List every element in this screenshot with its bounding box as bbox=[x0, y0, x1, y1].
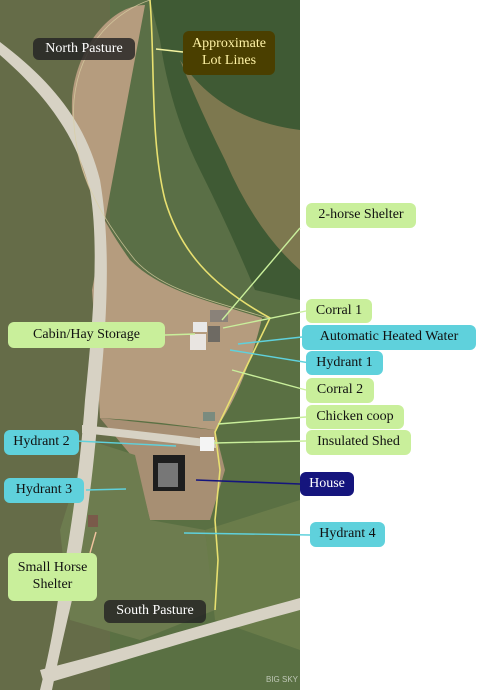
south-road bbox=[40, 598, 300, 684]
hydrant-4-label: Hydrant 4 bbox=[310, 522, 385, 547]
hay-storage bbox=[190, 334, 206, 350]
corral-2-label: Corral 2 bbox=[306, 378, 374, 403]
house-roof-center bbox=[158, 463, 178, 487]
insulated-shed-label: Insulated Shed bbox=[306, 430, 411, 455]
insulated-shed-building bbox=[200, 437, 214, 451]
chicken-coop-label: Chicken coop bbox=[306, 405, 404, 429]
hydrant-3-label: Hydrant 3 bbox=[4, 478, 84, 503]
driveway bbox=[82, 425, 216, 448]
cabin-building bbox=[208, 326, 220, 342]
south-pasture-label: South Pasture bbox=[104, 600, 206, 623]
small-shelter-building bbox=[88, 515, 98, 527]
two-horse-shelter-label: 2-horse Shelter bbox=[306, 203, 416, 228]
north-pasture-label: North Pasture bbox=[33, 38, 135, 60]
aerial-photo: BIG SKY MLS bbox=[0, 0, 300, 690]
fence-line bbox=[73, 0, 269, 319]
corral-1-label: Corral 1 bbox=[306, 299, 372, 323]
right-hill bbox=[180, 60, 300, 270]
chicken-coop-building bbox=[203, 412, 215, 421]
hydrant-2-label: Hydrant 2 bbox=[4, 430, 79, 455]
mls-watermark: BIG SKY MLS bbox=[266, 675, 300, 684]
hydrant-1-label: Hydrant 1 bbox=[306, 351, 383, 375]
house-label: House bbox=[300, 472, 354, 496]
county-road bbox=[0, 42, 107, 690]
cabin-hay-storage-label: Cabin/Hay Storage bbox=[8, 322, 165, 348]
horse-shelter bbox=[210, 310, 228, 322]
small-horse-shelter-label: Small Horse Shelter bbox=[8, 553, 97, 601]
cabin-roof bbox=[193, 322, 207, 332]
lot-lines-label: Approximate Lot Lines bbox=[183, 31, 275, 75]
satellite-map: BIG SKY MLS bbox=[0, 0, 300, 690]
automatic-heated-water-label: Automatic Heated Water bbox=[302, 325, 476, 350]
